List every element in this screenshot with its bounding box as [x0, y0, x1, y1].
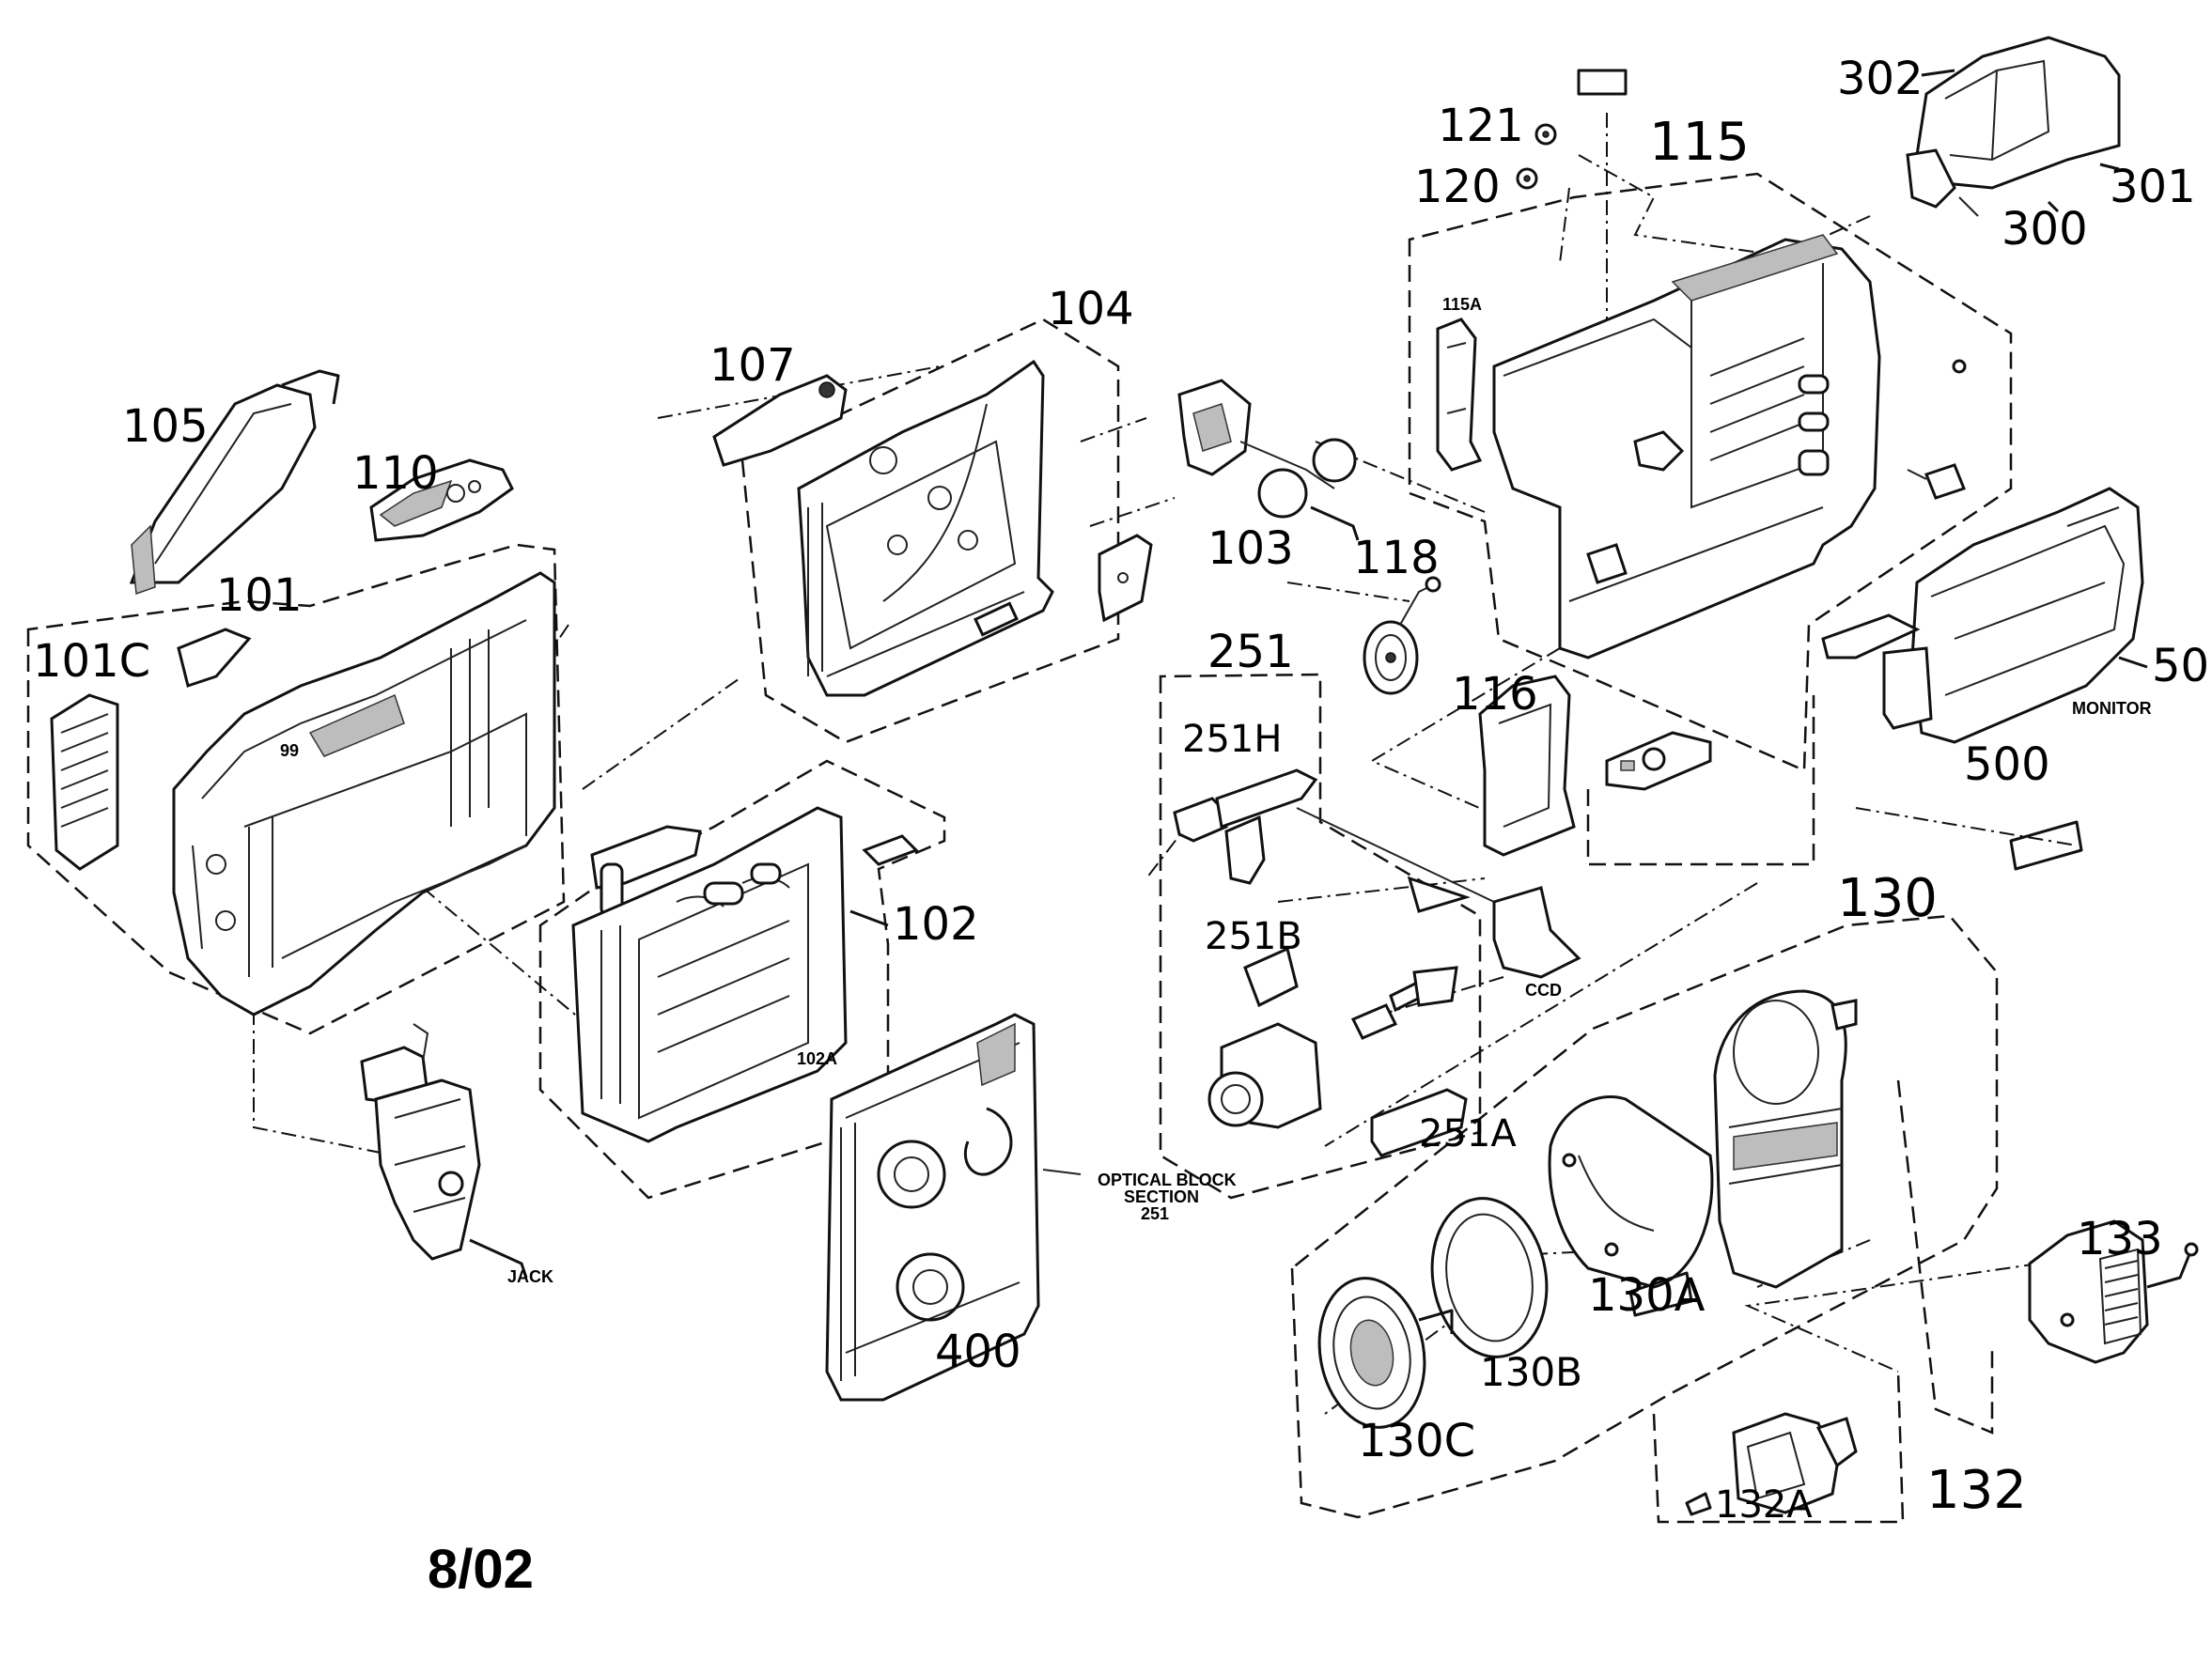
label-130b: 130B: [1480, 1349, 1582, 1395]
label-251: 251: [1207, 626, 1294, 678]
side-panel-101c: [50, 693, 119, 871]
mechanism-103: [1177, 379, 1360, 541]
label-optical-number: 251: [1141, 1204, 1169, 1223]
label-104: 104: [1048, 283, 1134, 335]
hand-strap-105: [129, 369, 340, 596]
label-300: 300: [2002, 203, 2088, 256]
svg-text:99: 99: [280, 741, 299, 760]
svg-text:102A: 102A: [797, 1049, 837, 1068]
label-130c: 130C: [1358, 1415, 1475, 1467]
lens-ring-130b: [1430, 1197, 1549, 1358]
label-301: 301: [2110, 161, 2196, 213]
label-115a: 115A: [1442, 295, 1482, 314]
label-120: 120: [1414, 161, 1501, 213]
optical-block-251: [1173, 768, 1581, 1157]
label-101c: 101C: [33, 635, 150, 688]
label-130: 130: [1837, 868, 1938, 929]
label-251a: 251A: [1419, 1112, 1517, 1156]
label-500: 500: [1964, 738, 2050, 791]
assembly-boundaries: [26, 172, 2013, 1524]
cover-116: [1478, 675, 1576, 857]
label-107: 107: [709, 339, 796, 392]
label-400: 400: [935, 1326, 1021, 1378]
viewfinder-300-302: [1906, 36, 2121, 217]
label-ccd: CCD: [1525, 981, 1562, 1000]
label-102: 102: [893, 898, 979, 951]
label-101: 101: [216, 569, 303, 622]
microphone-133: [2028, 1219, 2199, 1364]
label-132a: 132A: [1715, 1483, 1813, 1527]
front-frame-101: 99: [172, 571, 556, 1016]
label-optical-section: SECTION: [1124, 1187, 1199, 1206]
part-labels: 105 110 101 101C 107 104 103 118 251 251…: [33, 53, 2209, 1600]
label-leaders: [849, 69, 2148, 927]
label-110: 110: [352, 447, 439, 500]
deck-mechanism-400: [825, 1013, 1082, 1402]
label-jack: JACK: [507, 1267, 553, 1286]
part-132a: [1685, 1412, 1858, 1516]
label-50: 50: [2152, 640, 2209, 692]
bracket-connector: [590, 825, 702, 918]
label-251h: 251H: [1182, 718, 1282, 761]
side-frame-104: [797, 359, 1054, 697]
washers-120-121: [1516, 123, 1557, 190]
label-132: 132: [1926, 1460, 2027, 1521]
chassis-102: 102A: [571, 806, 919, 1143]
monitor-50: [1821, 487, 2144, 744]
label-116: 116: [1452, 668, 1538, 721]
label-optical-block: OPTICAL BLOCK: [1098, 1171, 1237, 1189]
label-monitor: MONITOR: [2072, 699, 2152, 718]
label-130a: 130A: [1588, 1269, 1706, 1322]
lens-assembly-130: [1713, 989, 1858, 1289]
small-cover-101: [177, 628, 252, 688]
label-121: 121: [1438, 100, 1524, 152]
label-103: 103: [1207, 522, 1294, 575]
lens-ring-130a: [1548, 1094, 1714, 1317]
cover-110: [369, 458, 514, 542]
main-body-115: [1492, 234, 1967, 659]
label-133: 133: [2077, 1213, 2163, 1265]
bracket-115a: [1436, 318, 1483, 472]
lens-front-130c: [1317, 1277, 1454, 1429]
label-302: 302: [1837, 53, 1924, 105]
speaker-118: [1363, 576, 1441, 695]
plate-107: [712, 374, 848, 467]
date-code: 8/02: [428, 1539, 534, 1600]
label-115: 115: [1649, 112, 1750, 173]
label-105: 105: [122, 400, 209, 453]
jack-assembly: [360, 1023, 528, 1279]
switch-board: [1605, 731, 1712, 791]
label-plates: [1577, 69, 2083, 871]
label-118: 118: [1353, 532, 1440, 584]
side-bracket: [1098, 534, 1153, 623]
label-251b: 251B: [1205, 915, 1302, 958]
